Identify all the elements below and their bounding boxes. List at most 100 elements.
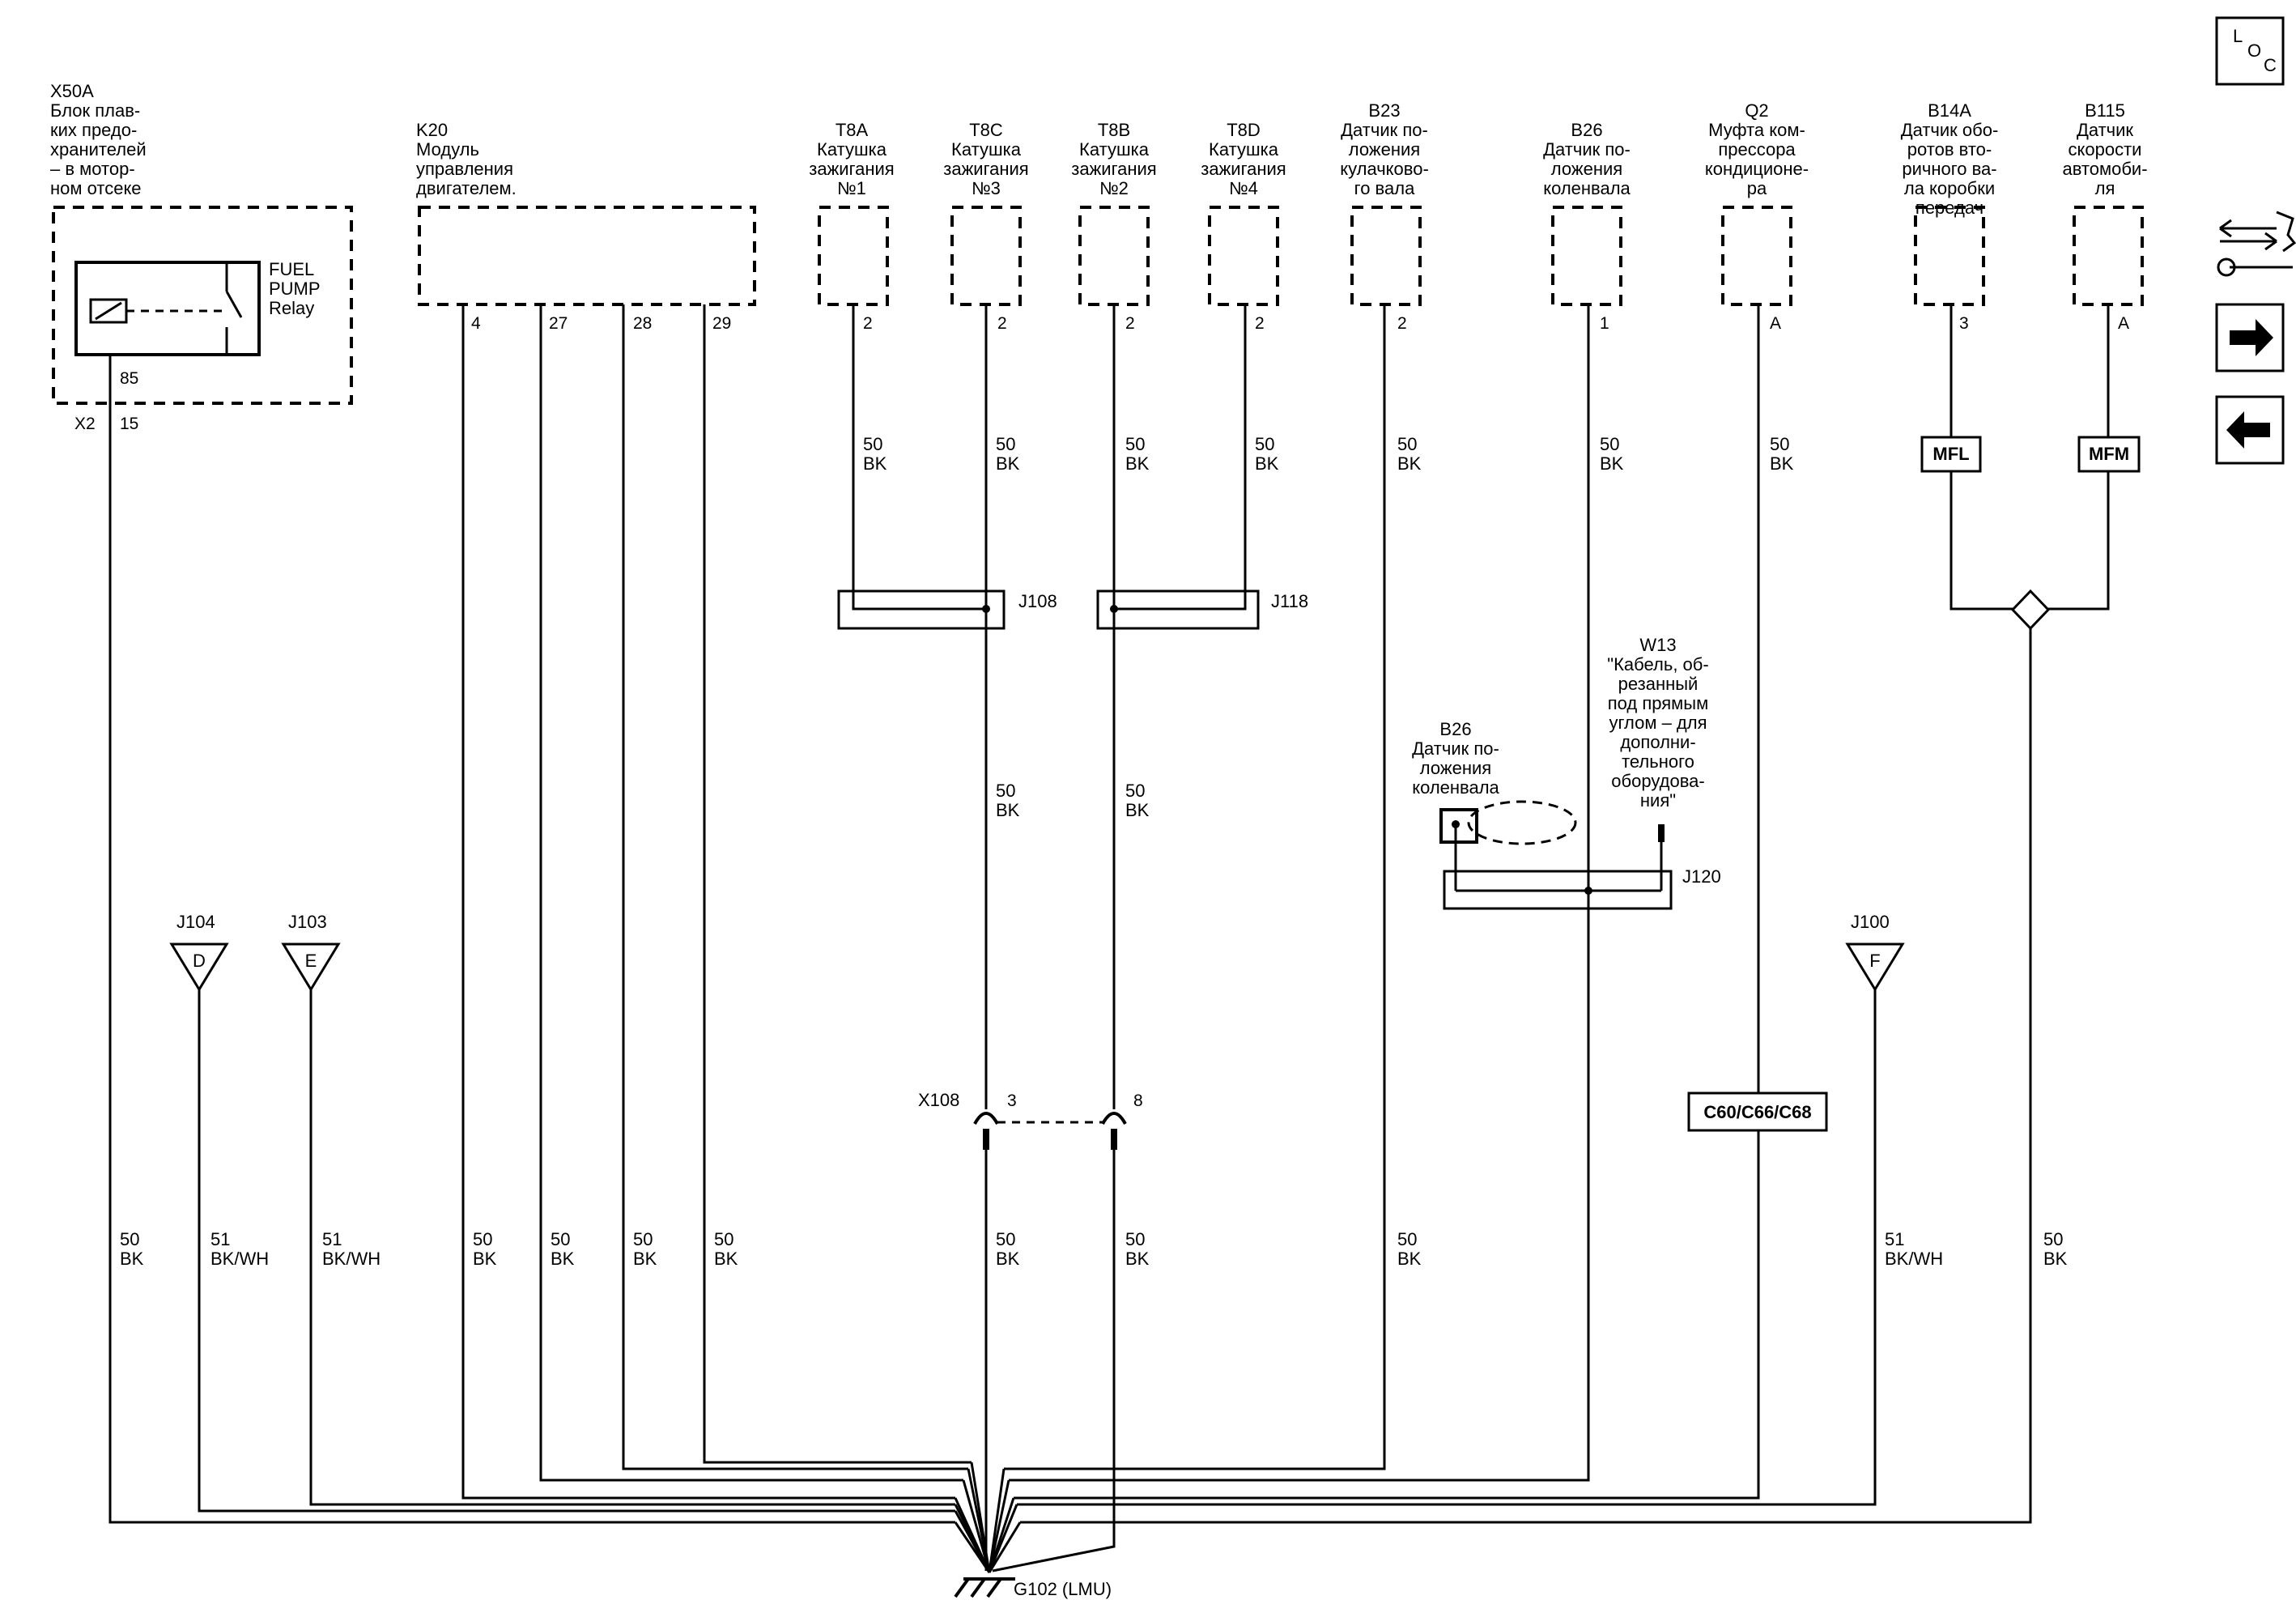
svg-text:3: 3 bbox=[1959, 314, 1969, 333]
w13-cable: W13 "Кабель, об- резанный под прямым угл… bbox=[1607, 635, 1709, 891]
svg-text:2: 2 bbox=[1397, 314, 1407, 333]
svg-text:BK: BK bbox=[714, 1249, 738, 1269]
svg-text:MFL: MFL bbox=[1932, 444, 1969, 464]
svg-text:Катушка: Катушка bbox=[1209, 139, 1279, 160]
svg-text:скорости: скорости bbox=[2069, 139, 2142, 160]
svg-text:ричного ва-: ричного ва- bbox=[1902, 159, 1996, 179]
previous-page-button[interactable] bbox=[2215, 395, 2285, 465]
svg-text:зажигания: зажигания bbox=[1201, 159, 1286, 179]
svg-text:коленвала: коленвала bbox=[1543, 178, 1631, 198]
svg-text:зажигания: зажигания bbox=[1071, 159, 1156, 179]
svg-text:8: 8 bbox=[1133, 1091, 1143, 1110]
svg-text:BK: BK bbox=[1255, 453, 1279, 474]
svg-text:зажигания: зажигания bbox=[809, 159, 894, 179]
loc-letter-o: O bbox=[2247, 40, 2261, 61]
svg-text:50: 50 bbox=[863, 434, 882, 454]
svg-text:дополни-: дополни- bbox=[1620, 732, 1695, 752]
svg-text:J120: J120 bbox=[1682, 866, 1721, 887]
svg-text:X108: X108 bbox=[918, 1090, 959, 1110]
svg-text:Блок плав-: Блок плав- bbox=[50, 100, 140, 121]
svg-text:F: F bbox=[1869, 951, 1880, 971]
svg-text:зажигания: зажигания bbox=[943, 159, 1028, 179]
svg-text:FUEL: FUEL bbox=[269, 259, 314, 279]
svg-text:Муфта ком-: Муфта ком- bbox=[1708, 120, 1805, 140]
svg-text:2: 2 bbox=[997, 314, 1007, 333]
ref-j104[interactable]: J104 D bbox=[169, 912, 229, 992]
svg-text:коленвала: коленвала bbox=[1412, 777, 1499, 798]
b23-camshaft-sensor: B23 Датчик по- ложения кулачково- го вал… bbox=[1340, 100, 1429, 333]
svg-text:№2: №2 bbox=[1099, 178, 1129, 198]
svg-text:кондиционе-: кондиционе- bbox=[1705, 159, 1809, 179]
svg-text:оборудова-: оборудова- bbox=[1611, 771, 1704, 791]
svg-text:2: 2 bbox=[1125, 314, 1135, 333]
svg-text:ном отсеке: ном отсеке bbox=[50, 178, 142, 198]
svg-text:J108: J108 bbox=[1018, 591, 1057, 611]
loc-button[interactable]: L O C bbox=[2215, 16, 2285, 86]
svg-text:2: 2 bbox=[1255, 314, 1265, 333]
svg-text:C60/C66/C68: C60/C66/C68 bbox=[1703, 1102, 1811, 1122]
svg-text:BK: BK bbox=[996, 1249, 1020, 1269]
svg-text:BK: BK bbox=[633, 1249, 657, 1269]
svg-text:Relay: Relay bbox=[269, 298, 314, 318]
diamond-junction bbox=[2010, 589, 2051, 631]
svg-text:51: 51 bbox=[210, 1229, 230, 1249]
svg-text:T8D: T8D bbox=[1227, 120, 1261, 140]
svg-text:28: 28 bbox=[633, 314, 652, 333]
svg-text:кулачково-: кулачково- bbox=[1340, 159, 1429, 179]
svg-text:BK: BK bbox=[1770, 453, 1794, 474]
svg-text:A: A bbox=[1770, 314, 1781, 333]
ground-label: G102 (LMU) bbox=[1014, 1579, 1112, 1599]
svg-text:ла коробки: ла коробки bbox=[1904, 178, 1995, 198]
splice-j118: J118 bbox=[1096, 589, 1308, 630]
svg-text:BK: BK bbox=[1397, 1249, 1422, 1269]
svg-text:50: 50 bbox=[996, 781, 1015, 801]
svg-text:50: 50 bbox=[1770, 434, 1789, 454]
svg-text:T8A: T8A bbox=[835, 120, 869, 140]
svg-text:Датчик: Датчик bbox=[2077, 120, 2133, 140]
svg-text:T8C: T8C bbox=[969, 120, 1003, 140]
svg-text:K20: K20 bbox=[416, 120, 448, 140]
svg-text:3: 3 bbox=[1007, 1091, 1017, 1110]
svg-text:BK: BK bbox=[1125, 1249, 1150, 1269]
svg-text:BK: BK bbox=[473, 1249, 497, 1269]
svg-text:51: 51 bbox=[1885, 1229, 1904, 1249]
ref-j103[interactable]: J103 E bbox=[281, 912, 341, 992]
svg-text:51: 51 bbox=[322, 1229, 342, 1249]
svg-text:ния": ния" bbox=[1640, 790, 1676, 811]
svg-text:Датчик по-: Датчик по- bbox=[1543, 139, 1631, 160]
svg-text:BK/WH: BK/WH bbox=[1885, 1249, 1943, 1269]
t8c-ignition-coil-3: T8C Катушка зажигания №3 2 bbox=[943, 120, 1028, 333]
svg-text:управления: управления bbox=[416, 159, 513, 179]
svg-text:ких предо-: ких предо- bbox=[50, 120, 137, 140]
wire-network bbox=[108, 304, 2110, 1573]
ref-j100[interactable]: J100 F bbox=[1845, 912, 1905, 992]
svg-text:PUMP: PUMP bbox=[269, 279, 321, 299]
svg-text:B23: B23 bbox=[1368, 100, 1400, 121]
svg-text:50: 50 bbox=[1125, 1229, 1145, 1249]
service-tools-icon[interactable] bbox=[2217, 211, 2296, 277]
svg-text:50: 50 bbox=[1255, 434, 1274, 454]
svg-text:№3: №3 bbox=[972, 178, 1001, 198]
svg-text:– в мотор-: – в мотор- bbox=[50, 159, 135, 179]
x50a-fuse-block: X50A Блок плав- ких предо- хранителей – … bbox=[50, 81, 353, 433]
b14a-output-shaft-speed-sensor: B14A Датчик обо- ротов вто- ричного ва- … bbox=[1901, 100, 1999, 333]
svg-text:D: D bbox=[193, 951, 206, 971]
svg-text:№1: №1 bbox=[837, 178, 866, 198]
svg-text:BK: BK bbox=[1125, 453, 1150, 474]
svg-text:"Кабель, об-: "Кабель, об- bbox=[1607, 654, 1708, 674]
svg-text:50: 50 bbox=[1125, 434, 1145, 454]
svg-text:двигателем.: двигателем. bbox=[416, 178, 517, 198]
next-page-button[interactable] bbox=[2215, 303, 2285, 372]
svg-text:ложения: ложения bbox=[1420, 758, 1491, 778]
svg-text:50: 50 bbox=[473, 1229, 492, 1249]
